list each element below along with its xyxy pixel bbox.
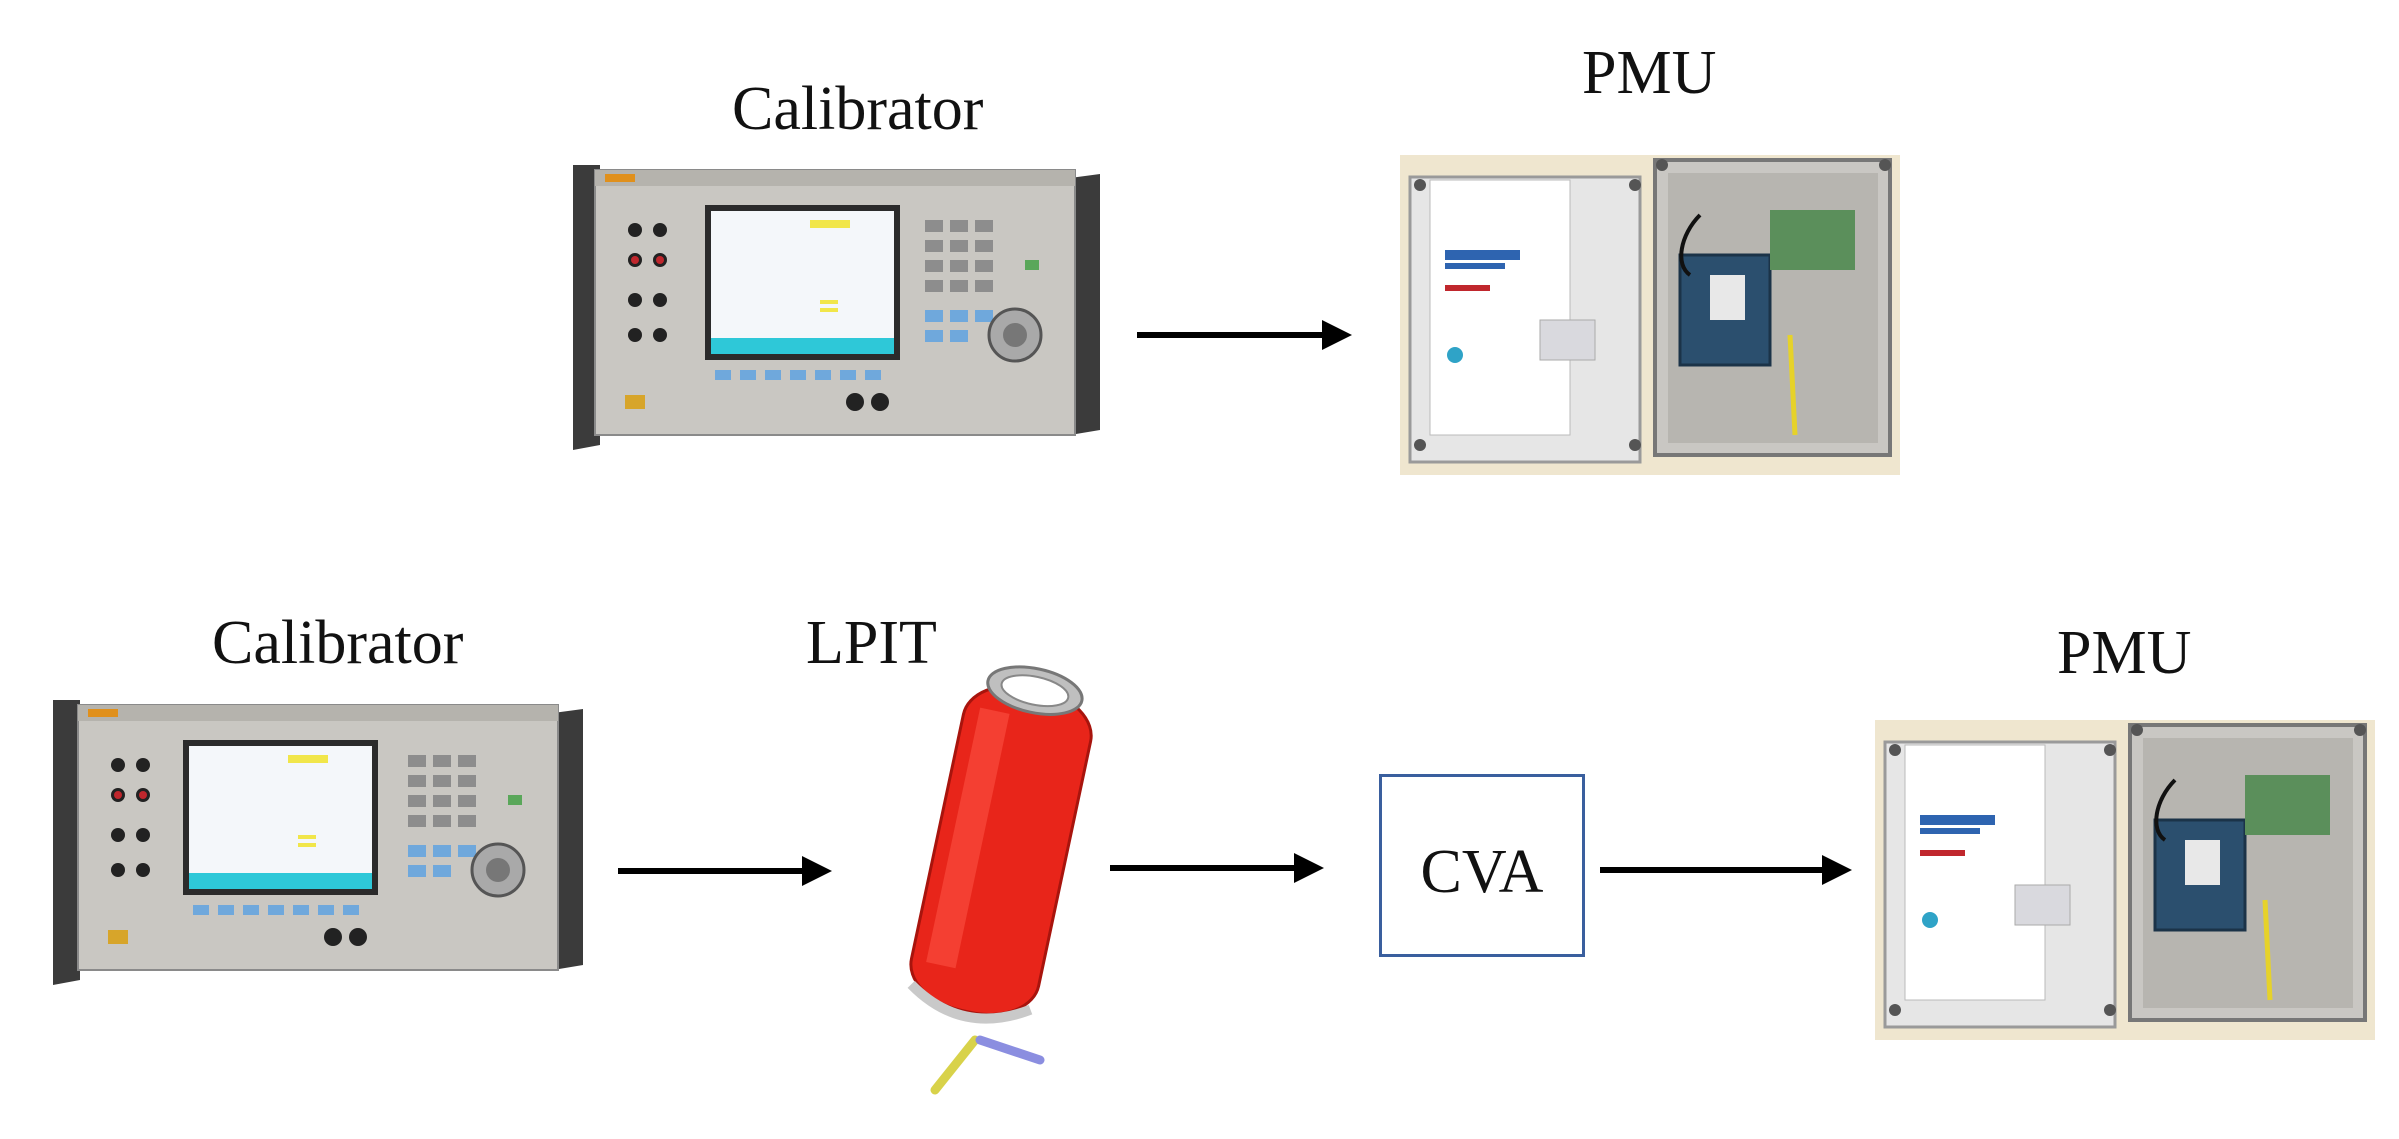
arrowhead-icon	[1294, 853, 1324, 883]
calibrator-image	[573, 165, 1100, 450]
arrowhead-icon	[1822, 855, 1852, 885]
calibrator-device-top	[565, 160, 1105, 455]
pmu-label-bottom: PMU	[2057, 619, 2192, 687]
arrowhead-icon	[802, 856, 832, 886]
arrow-cva-to-pmu	[1600, 855, 1852, 885]
calibrator-label-bottom: Calibrator	[212, 609, 464, 677]
calibrator-label-top: Calibrator	[732, 75, 984, 143]
arrowhead-icon	[1322, 320, 1352, 350]
calibrator-image	[53, 700, 583, 985]
lpit-sensor	[880, 655, 1120, 1100]
pmu-device-bottom	[1875, 720, 2375, 1045]
pmu-device-top	[1400, 155, 1900, 480]
lpit-image	[907, 665, 1093, 1095]
cva-box: CVA	[1379, 774, 1585, 957]
arrow-calibrator-to-pmu-top	[1137, 320, 1352, 350]
cva-label: CVA	[1420, 838, 1544, 906]
pmu-image	[1875, 720, 2375, 1040]
lpit-label: LPIT	[806, 609, 937, 677]
arrow-lpit-to-cva	[1110, 853, 1324, 883]
arrow-calibrator-to-lpit	[618, 856, 832, 886]
pmu-image	[1400, 155, 1900, 475]
calibrator-device-bottom	[48, 695, 588, 990]
pmu-label-top: PMU	[1582, 39, 1717, 107]
